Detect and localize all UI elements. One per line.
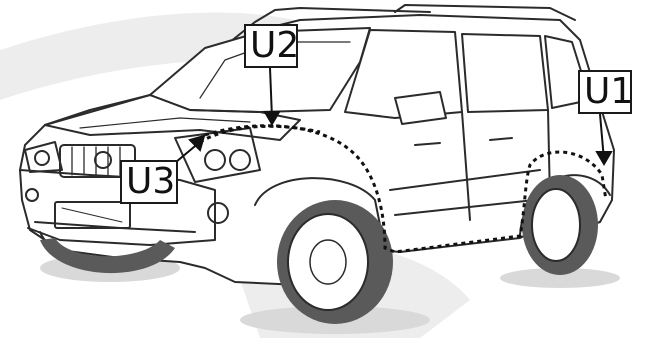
u3-dotted-trim: [199, 124, 321, 144]
u1-leader-arrow: [595, 151, 613, 166]
side-mirror: [394, 91, 447, 125]
headlight-left-lens: [34, 150, 50, 166]
fog-light-left: [25, 188, 39, 202]
callout-u1: U1: [578, 70, 633, 114]
roof-rail-right: [394, 4, 576, 21]
front-left-wheel: [40, 238, 175, 274]
door-handle-front: [414, 142, 441, 146]
front-wheel-arch: [254, 177, 386, 251]
front-bumper: [19, 169, 216, 246]
headlight-right-lens-1: [204, 149, 226, 171]
headlight-left: [24, 141, 63, 173]
rear-wheel: [522, 175, 598, 275]
fog-light-right: [207, 202, 229, 224]
lower-crease: [394, 199, 536, 216]
rear-shadow: [500, 268, 620, 288]
u2-leader-line: [269, 67, 273, 119]
rear-door-window: [461, 33, 549, 113]
front-right-wheel: [277, 200, 393, 324]
door-handle-rear: [489, 137, 513, 141]
roof-rail-left: [209, 7, 431, 59]
callout-u2: U2: [244, 24, 299, 68]
license-plate: [54, 201, 131, 229]
u2-leader-arrow: [263, 111, 281, 126]
u2-dotted-trim: [204, 124, 608, 254]
headlight-right-lens-2: [229, 149, 251, 171]
u3-leader-arrow: [188, 134, 206, 152]
door-line-front: [461, 111, 471, 221]
hood-crease: [79, 117, 251, 129]
hood-outline: [44, 94, 301, 141]
grille-emblem: [94, 151, 112, 169]
plate-hatch: [61, 207, 123, 223]
body-crease: [389, 169, 541, 191]
callout-u3: U3: [120, 160, 178, 204]
